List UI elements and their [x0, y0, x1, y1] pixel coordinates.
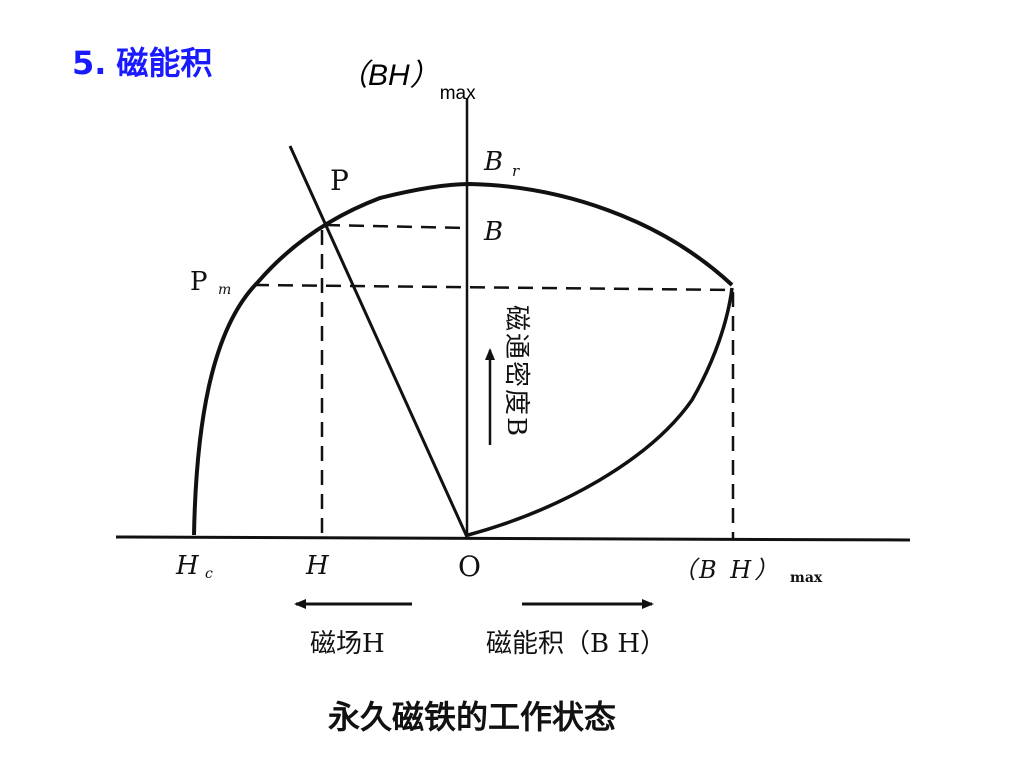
br-label: B	[483, 147, 503, 177]
formula-main: （BH）	[338, 59, 440, 92]
bh-max-axis-label: （B H）	[672, 556, 781, 584]
bh-max-formula: （BH）max	[338, 50, 476, 104]
origin-label: O	[458, 550, 481, 583]
point-pm-label: P	[190, 267, 208, 297]
energy-product-curve	[467, 287, 734, 537]
dash-p-horizontal	[324, 223, 468, 230]
slide-title: 5.磁能积	[72, 38, 212, 84]
hc-label: H	[175, 551, 200, 581]
b-label: B	[483, 217, 503, 247]
field-label: 磁场H	[310, 629, 385, 659]
br-subscript: r	[512, 162, 520, 180]
energy-product-label: 磁能积（B H）	[486, 629, 666, 659]
section-title: 磁能积	[116, 44, 213, 82]
point-p-label: P	[330, 164, 349, 197]
horizontal-axis	[115, 535, 911, 542]
h-label: H	[305, 551, 330, 581]
point-pm-subscript: m	[218, 282, 231, 298]
hc-subscript: c	[205, 566, 213, 582]
bh-max-axis-subscript: max	[790, 570, 823, 586]
dashed-guides	[253, 223, 735, 538]
demagnetization-curve	[192, 181, 734, 536]
dash-pm-horizontal	[253, 283, 733, 292]
diagram-caption: 永久磁铁的工作状态	[328, 698, 616, 736]
section-number: 5.	[72, 44, 107, 82]
load-line	[288, 145, 469, 538]
flux-density-label: 磁通密度B	[501, 305, 531, 438]
